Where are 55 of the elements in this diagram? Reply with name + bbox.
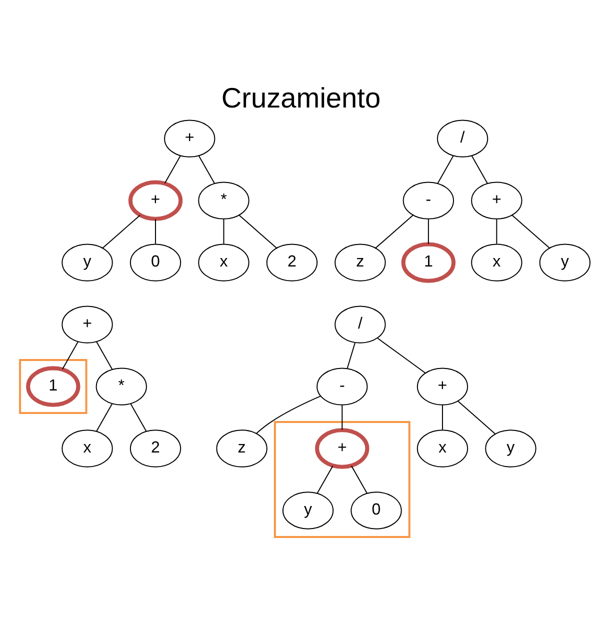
node-ellipse: x [471, 244, 522, 282]
node-ellipse: 0 [130, 244, 182, 282]
node-ellipse: / [436, 120, 488, 158]
connector [442, 405, 443, 430]
node-ellipse: x [62, 430, 113, 468]
node-ellipse: z [334, 244, 386, 282]
connector [96, 404, 112, 432]
connector [155, 219, 156, 244]
connector [496, 219, 498, 244]
connector [102, 214, 140, 248]
connector [96, 342, 113, 370]
node-ellipse: + [62, 306, 113, 344]
node-ellipse: y [62, 244, 113, 282]
cluster [19, 359, 88, 414]
node-ellipse: + [128, 180, 183, 221]
node-ellipse: 0 [350, 492, 402, 530]
connector [198, 156, 215, 184]
node-ellipse: y [539, 244, 590, 282]
node-ellipse: * [198, 182, 250, 220]
cluster [274, 421, 410, 538]
node-ellipse: + [471, 182, 522, 220]
connector [512, 214, 550, 248]
node-ellipse: 2 [130, 430, 182, 468]
connector [351, 466, 368, 494]
node-ellipse: * [96, 368, 147, 406]
connector [428, 219, 429, 244]
connector [346, 342, 356, 369]
connector [377, 338, 426, 374]
node-ellipse: 1 [401, 242, 456, 283]
connector [238, 214, 277, 248]
node-ellipse: y [282, 492, 334, 530]
connector [458, 400, 496, 434]
connector [471, 156, 488, 184]
connector [223, 219, 224, 244]
connector [62, 342, 78, 370]
connector [437, 156, 454, 184]
connector [130, 404, 147, 432]
node-ellipse: z [216, 430, 268, 468]
node-ellipse: + [164, 120, 216, 158]
node-ellipse: + [416, 368, 468, 406]
node-ellipse: x [198, 244, 250, 282]
node-ellipse: x [416, 430, 468, 468]
connector [316, 466, 334, 494]
diagram-title: Cruzamiento [221, 82, 381, 114]
connector [375, 214, 414, 248]
connector [256, 396, 321, 434]
connector [164, 156, 181, 184]
node-ellipse: - [402, 182, 454, 220]
node-ellipse: 1 [26, 366, 80, 407]
node-ellipse: y [485, 430, 536, 468]
node-ellipse: - [316, 368, 368, 406]
node-ellipse: + [315, 428, 370, 469]
connector [342, 405, 343, 430]
node-ellipse: 2 [266, 244, 318, 282]
node-ellipse: / [334, 306, 386, 344]
